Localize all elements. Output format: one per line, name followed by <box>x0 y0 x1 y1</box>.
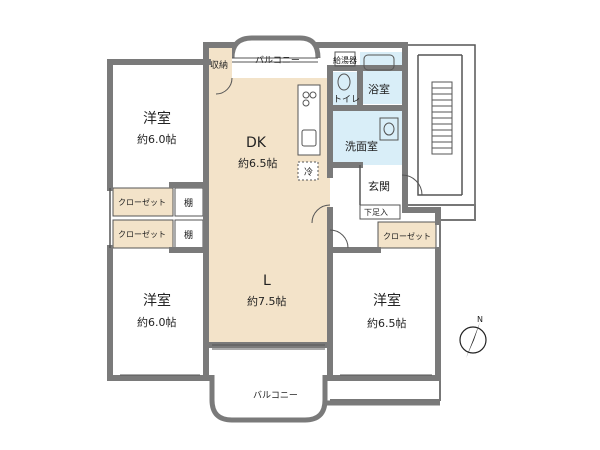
label-balcony-bottom: バルコニー <box>253 390 298 401</box>
windows <box>120 57 432 376</box>
label-water-heater: 給湯器 <box>333 55 357 65</box>
floor-toilet <box>330 72 360 110</box>
compass-north-label: N <box>477 315 483 324</box>
closets <box>112 187 437 249</box>
floor-corridor <box>330 165 360 250</box>
label-living-name: L <box>263 273 271 289</box>
label-closet-1: クローゼット <box>118 197 166 207</box>
floor-western-se <box>333 250 438 375</box>
floor-western-sw <box>113 250 206 375</box>
thin-walls <box>109 165 361 248</box>
label-shoe-box: 下足入 <box>364 208 388 217</box>
bath-fixtures <box>334 51 399 141</box>
floor-western-nw <box>113 65 206 185</box>
label-living-size: 約7.5帖 <box>247 294 287 308</box>
compass: N <box>459 315 487 358</box>
label-shelf-2: 棚 <box>184 229 193 241</box>
label-washroom: 洗面室 <box>345 139 378 153</box>
stairwell <box>405 44 476 206</box>
balcony-top <box>229 35 321 59</box>
balcony-bottom <box>209 375 440 423</box>
label-western-sw-size: 約6.0帖 <box>137 315 177 329</box>
kitchen-counter <box>297 84 321 181</box>
label-western-sw-name: 洋室 <box>143 292 171 309</box>
label-bath: 浴室 <box>368 82 390 96</box>
label-dk-size: 約6.5帖 <box>238 156 278 170</box>
label-western-nw-size: 約6.0帖 <box>137 132 177 146</box>
label-western-nw-name: 洋室 <box>143 110 171 127</box>
label-closet-2: クローゼット <box>118 229 166 239</box>
label-storage: 収納 <box>210 59 228 71</box>
label-toilet: トイレ <box>333 95 360 105</box>
label-western-se-name: 洋室 <box>373 292 401 309</box>
floor-bath <box>360 52 402 104</box>
label-shelf-1: 棚 <box>184 197 193 209</box>
label-balcony-top: バルコニー <box>255 55 300 66</box>
label-dk-name: DK <box>246 135 267 151</box>
outer-corridor-line <box>330 204 476 401</box>
stair-treads <box>431 81 453 155</box>
label-fridge: 冷 <box>304 166 313 178</box>
label-closet-3: クローゼット <box>383 231 431 241</box>
floor-entrance <box>360 165 402 207</box>
label-western-se-size: 約6.5帖 <box>367 316 407 330</box>
floor-washroom <box>330 110 402 165</box>
doors <box>215 77 423 249</box>
label-entrance: 玄関 <box>368 179 390 193</box>
